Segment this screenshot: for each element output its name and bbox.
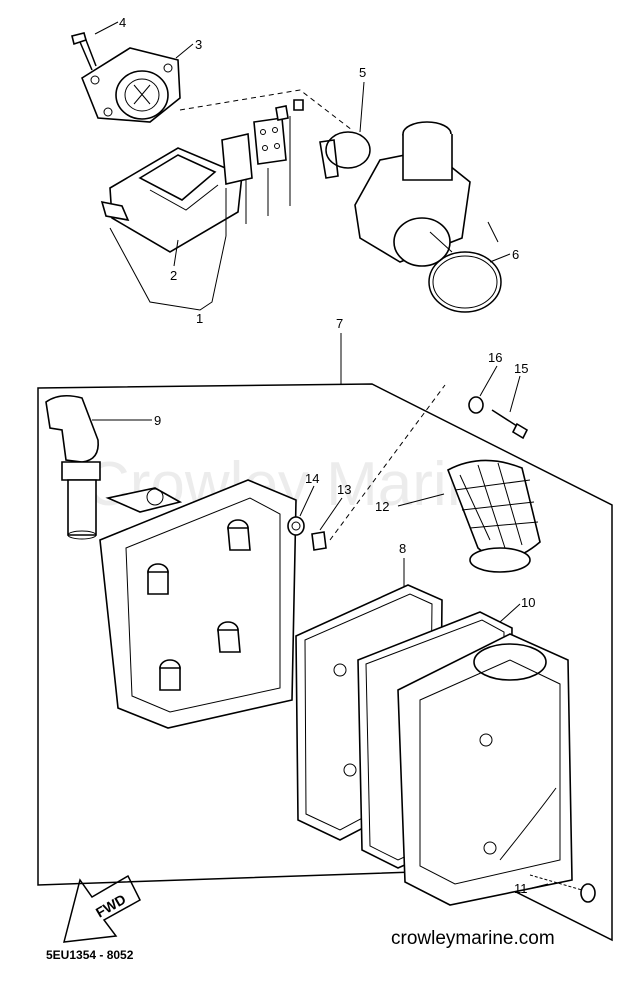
callout-2: 2 <box>170 268 177 283</box>
assembly-frame <box>37 383 613 942</box>
collar-13 <box>311 531 327 551</box>
callout-4: 4 <box>119 15 126 30</box>
screw-11 <box>529 874 596 903</box>
callout-11: 11 <box>514 881 528 896</box>
callout-14: 14 <box>305 471 319 486</box>
air-cleaner-cover <box>397 633 573 906</box>
reed-valve-assembly <box>71 32 502 313</box>
reed-valve <box>100 89 353 253</box>
callout-7: 7 <box>336 316 343 331</box>
air-cleaner-case <box>99 479 297 729</box>
carburetor <box>319 121 502 313</box>
washer-16 <box>468 396 484 414</box>
callout-6: 6 <box>512 247 519 262</box>
forward-direction-arrow: FWD <box>63 874 141 943</box>
grommet-14 <box>287 516 305 536</box>
callout-8: 8 <box>399 541 406 556</box>
bolt-4 <box>71 32 97 71</box>
callout-9: 9 <box>154 413 161 428</box>
callout-10: 10 <box>521 595 535 610</box>
bolt-15 <box>491 409 529 440</box>
callout-labels: 4 3 5 2 6 1 7 16 15 9 14 13 12 8 10 11 <box>119 15 535 896</box>
callout-3: 3 <box>195 37 202 52</box>
intake-joint <box>446 459 541 573</box>
callout-15: 15 <box>514 361 528 376</box>
callout-1: 1 <box>196 311 203 326</box>
website-footer: crowleymarine.com <box>391 928 555 949</box>
callout-16: 16 <box>488 350 502 365</box>
callout-5: 5 <box>359 65 366 80</box>
callout-12: 12 <box>375 499 389 514</box>
intake-elbow <box>45 394 101 540</box>
intake-manifold <box>81 47 181 123</box>
diagram-code: 5EU1354 - 8052 <box>46 948 134 962</box>
callout-13: 13 <box>337 482 351 497</box>
leader-lines <box>92 21 549 889</box>
